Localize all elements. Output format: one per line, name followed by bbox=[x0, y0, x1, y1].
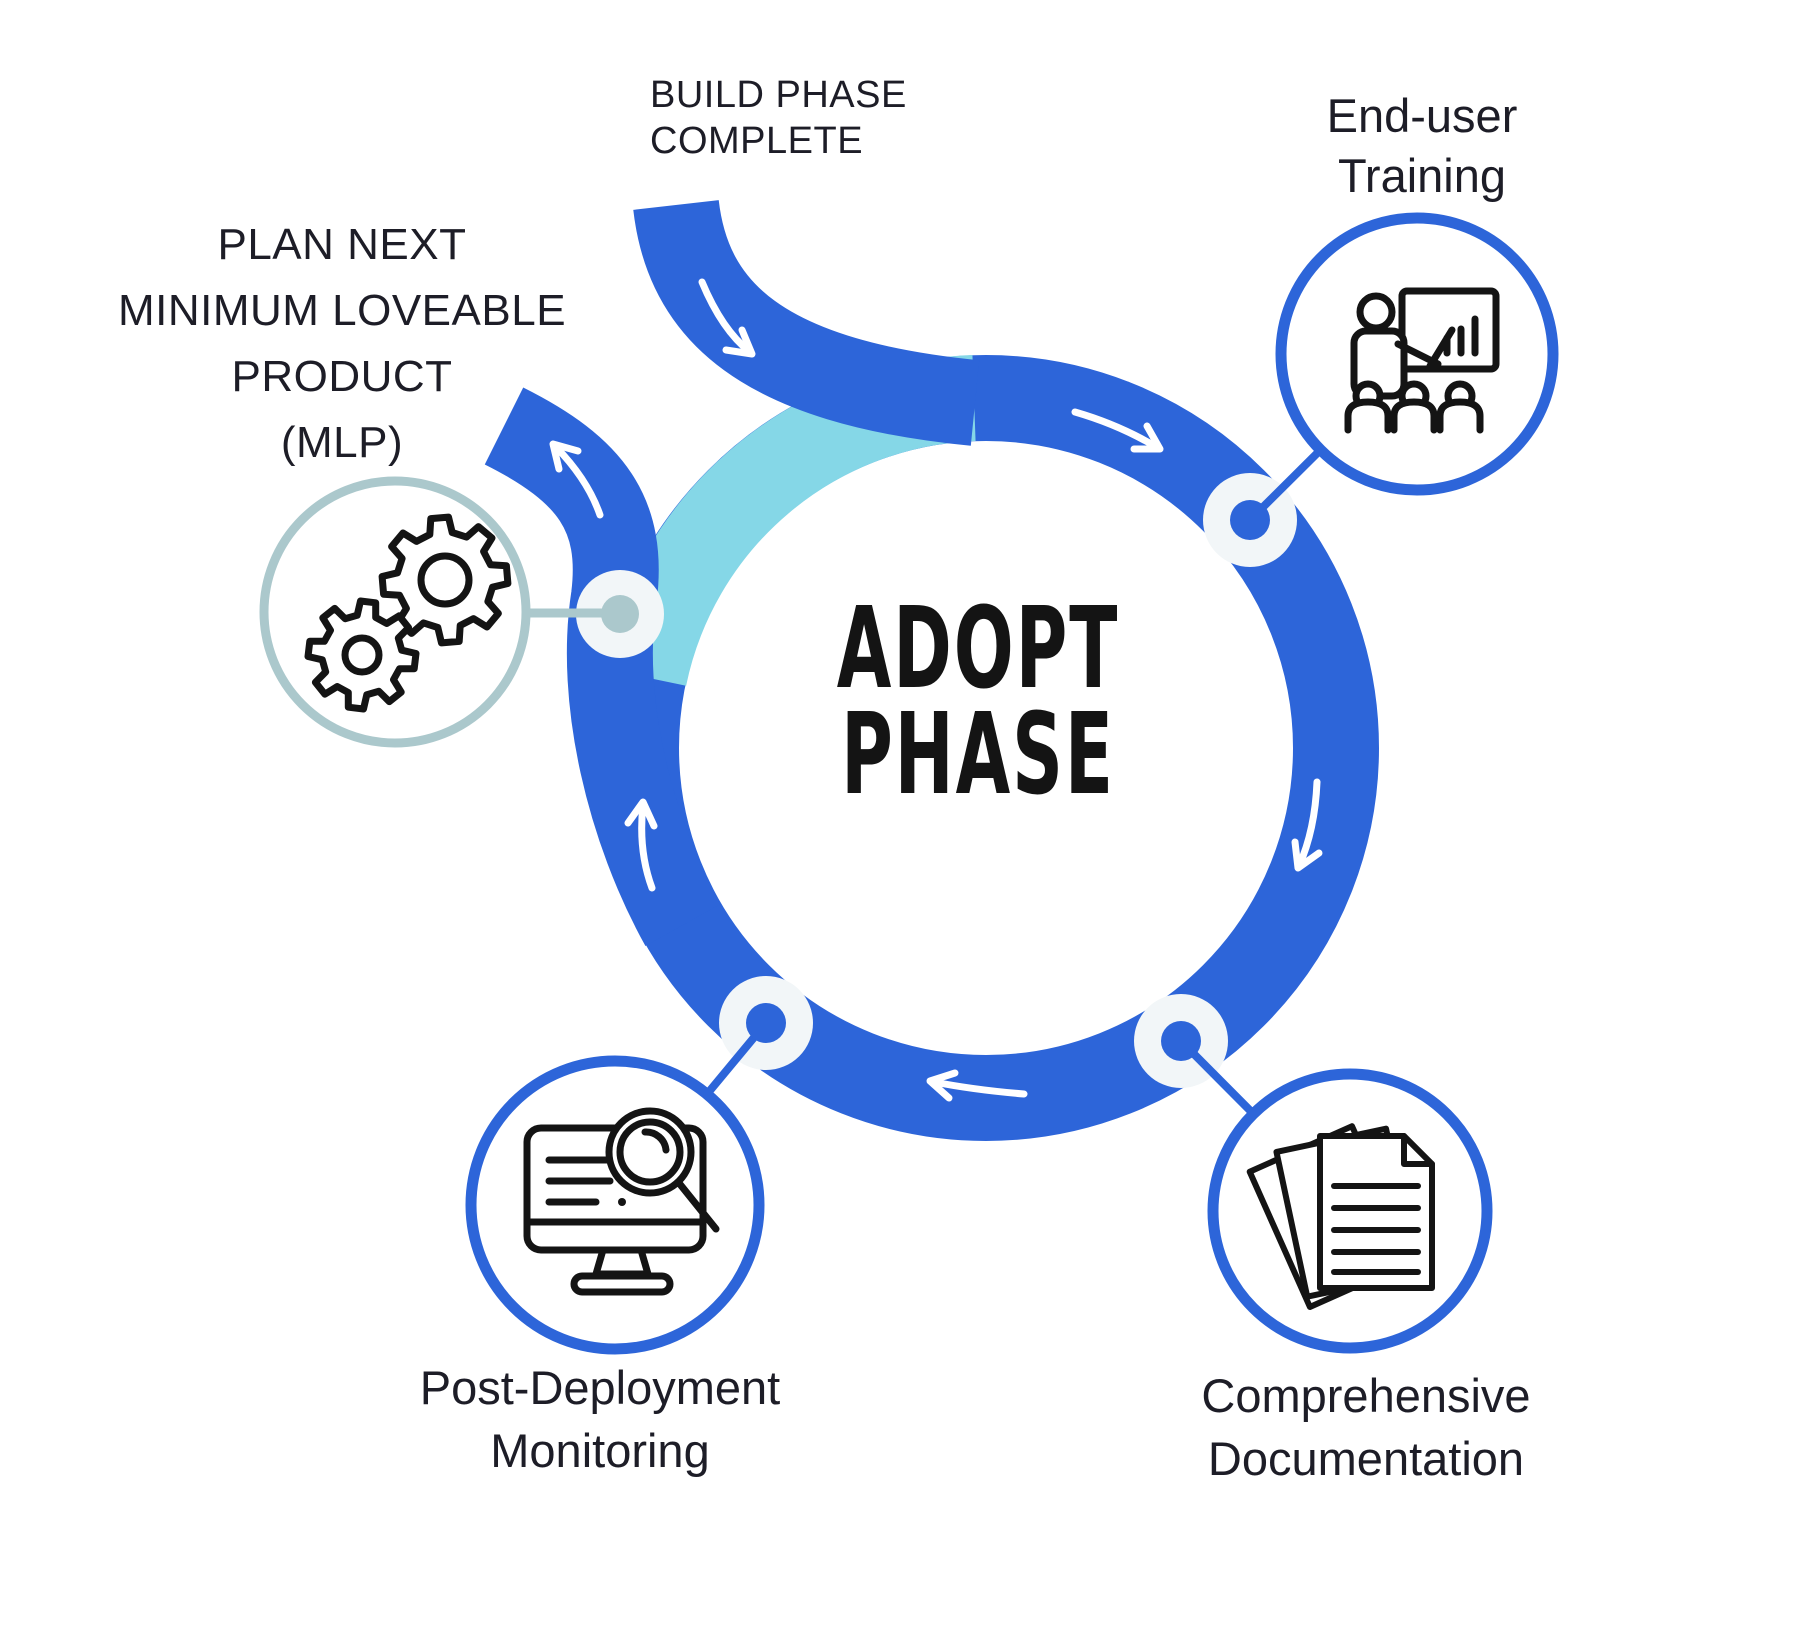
label-line: MINIMUM LOVEABLE bbox=[117, 286, 567, 335]
post-deployment-monitoring-label: Post-Deployment Monitoring bbox=[420, 1356, 781, 1482]
audience-figures bbox=[1344, 380, 1484, 434]
page-title: ADOPT PHASE bbox=[836, 584, 1120, 820]
exit-arrow-icon bbox=[549, 440, 604, 519]
ring-arrow-top-right-icon bbox=[1071, 408, 1164, 453]
entry-arrow-icon bbox=[698, 278, 756, 358]
node-dot bbox=[1230, 500, 1270, 540]
label-line: End-user bbox=[1326, 89, 1518, 142]
entry-flow-band bbox=[633, 199, 980, 446]
label-line: Documentation bbox=[1207, 1432, 1525, 1485]
comprehensive-documentation-label: Comprehensive Documentation bbox=[1201, 1364, 1530, 1490]
presentation-training-icon bbox=[1344, 287, 1500, 434]
stacked-documents-icon bbox=[1246, 1123, 1435, 1310]
ring-arrow-bottom-left-icon bbox=[926, 1069, 1028, 1102]
label-line: Training bbox=[1337, 149, 1507, 202]
label-line: Post-Deployment bbox=[419, 1361, 781, 1414]
label-line: PRODUCT bbox=[231, 352, 453, 401]
label-line: PLAN NEXT bbox=[217, 220, 467, 269]
plan-next-mlp-label: PLAN NEXT MINIMUM LOVEABLE PRODUCT (MLP) bbox=[118, 212, 566, 476]
label-line: (MLP) bbox=[280, 418, 404, 467]
flow-arrows bbox=[549, 278, 1323, 1102]
title-line: PHASE bbox=[841, 690, 1115, 820]
label-line: Comprehensive bbox=[1201, 1369, 1531, 1422]
gears-icon bbox=[304, 513, 512, 713]
label-line: Monitoring bbox=[490, 1424, 710, 1477]
label-line: BUILD PHASE bbox=[650, 74, 907, 116]
monitor-magnifying-glass-icon bbox=[523, 1107, 720, 1296]
ring-arrow-right-down-icon bbox=[1291, 778, 1323, 872]
label-line: COMPLETE bbox=[650, 120, 864, 162]
node-dot bbox=[601, 595, 639, 633]
node-dot bbox=[1161, 1021, 1201, 1061]
title-line: ADOPT bbox=[836, 584, 1120, 714]
build-phase-complete-label: BUILD PHASE COMPLETE bbox=[650, 72, 907, 164]
ring-arrow-left-up-icon bbox=[624, 798, 658, 892]
end-user-training-label: End-user Training bbox=[1327, 86, 1518, 206]
node-mlp bbox=[527, 570, 664, 658]
node-dot bbox=[746, 1003, 786, 1043]
